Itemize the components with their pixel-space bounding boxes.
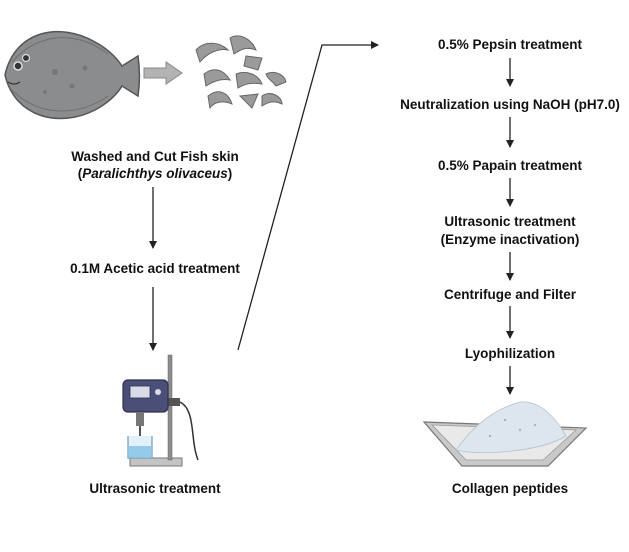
connector-arrow <box>237 41 379 351</box>
label-step1-line1: Washed and Cut Fish skin <box>71 149 239 164</box>
species-name: Paralichthys olivaceus <box>82 166 228 181</box>
label-neutralization: Neutralization using NaOH (pH7.0) <box>400 97 620 112</box>
label-acetic-acid: 0.1M Acetic acid treatment <box>70 261 240 276</box>
label-ultrasonic-right: Ultrasonic treatment <box>444 214 576 229</box>
label-collagen-peptides: Collagen peptides <box>451 481 569 496</box>
label-washed-cut-fish-skin: Washed and Cut Fish skin (Paralichthys o… <box>35 148 275 182</box>
fish-skin-pieces-icon <box>195 35 287 110</box>
powder-tray-icon <box>422 401 588 467</box>
block-arrow-icon <box>143 61 183 85</box>
flounder-fish-icon <box>4 30 141 120</box>
label-step1-line2: (Paralichthys olivaceus) <box>77 166 233 181</box>
ultrasonic-homogenizer-icon <box>122 354 199 467</box>
label-pepsin: 0.5% Pepsin treatment <box>437 37 583 52</box>
label-papain: 0.5% Papain treatment <box>437 158 583 173</box>
label-ultrasonic-left: Ultrasonic treatment <box>89 481 221 496</box>
label-centrifuge: Centrifuge and Filter <box>443 287 576 302</box>
label-enzyme-inactivation: (Enzyme inactivation) <box>440 232 580 247</box>
label-lyophilization: Lyophilization <box>464 346 556 361</box>
